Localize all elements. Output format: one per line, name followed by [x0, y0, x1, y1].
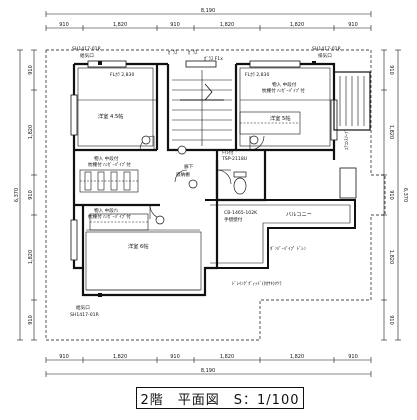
- dim-bottom-seg: 1,820: [290, 354, 304, 360]
- fl-height-left: FLｶﾗ 2,830: [110, 72, 134, 78]
- dim-top-seg: 910: [59, 22, 69, 28]
- closet-label-bottom: 物入 中段ﾅｼ: [94, 207, 119, 214]
- closet-label-bottom-sub: 枕棚付 ﾊﾝｶﾞｰﾊﾟｲﾌﾟ付: [88, 213, 131, 220]
- dim-left-seg: 910: [28, 315, 34, 325]
- thin-lines: [77, 67, 331, 291]
- dim-right-total: 6,370: [402, 188, 408, 202]
- closets: [79, 111, 301, 231]
- toilet-fixture-icon: [233, 171, 247, 195]
- outer-dashed-outline: [45, 49, 386, 341]
- dim-top-seg: 910: [348, 22, 358, 28]
- room-label-right: 洋室 5帖: [270, 114, 291, 122]
- small-balcony: [333, 71, 371, 131]
- dim-top-seg: 1,820: [220, 22, 234, 28]
- doors: [139, 135, 265, 220]
- hall-label: 廊下: [184, 163, 194, 170]
- vent-top-left-code: SH1417-01R: [72, 46, 102, 52]
- dim-left-seg: 1,820: [28, 125, 34, 139]
- window-label-c: ｶﾞﾗｽ F1x: [204, 55, 223, 62]
- drawing-title: 2階 平面図 S：1/100: [136, 387, 304, 409]
- walls: [72, 62, 336, 297]
- dim-right-seg: 910: [388, 65, 394, 75]
- closet-label-right: 物入 中段付: [272, 81, 297, 88]
- dim-bottom-seg: 910: [348, 354, 358, 360]
- dim-top-seg: 1,820: [290, 22, 304, 28]
- dim-top-total: 8,190: [201, 8, 215, 14]
- balcony-label: バルコニー: [286, 211, 312, 218]
- door-marker-icons: [141, 135, 259, 225]
- closet-label-right-sub: 枕棚付 ﾊﾝｶﾞｰﾊﾟｲﾌﾟ付: [262, 87, 305, 94]
- balcony: [205, 167, 357, 269]
- dim-bottom-total: 8,190: [201, 368, 215, 374]
- dim-left-seg: 1,820: [28, 250, 34, 264]
- balcony-drain-a: ﾀﾞﾝﾊﾟｰﾊﾟｲﾌﾟ ﾄﾞﾚﾝ: [270, 245, 307, 252]
- dim-right-seg: 910: [388, 190, 394, 200]
- dim-left-total: 6,370: [14, 188, 20, 202]
- balcony-drain-b: ﾄﾞﾚｲﾝｸﾞｸﾞｨｯﾄﾞ(ﾀｶｻｷ)ﾏﾂﾗ: [232, 280, 282, 287]
- room-label-left: 洋室 4.5帖: [98, 112, 123, 120]
- balcony-code: CB-1465-102K: [224, 210, 258, 216]
- vent-markers: [98, 61, 316, 297]
- closet-label-left: 物入 中段付: [94, 155, 119, 162]
- bottom-dimensions: [45, 357, 372, 377]
- dim-bottom-seg: 910: [170, 354, 180, 360]
- dim-right-seg: 1,820: [388, 250, 394, 264]
- right-dimensions: [381, 49, 401, 341]
- dim-bottom-seg: 1,820: [113, 354, 127, 360]
- vent-bottom-left-name: 給気口: [76, 304, 90, 311]
- balcony-fence-label: 手摺壁付: [224, 216, 243, 223]
- side-note-label: ｴｱｺﾝｽﾘｰﾌﾞ: [343, 129, 350, 150]
- vent-top-right-name: 排気口: [318, 52, 332, 59]
- dim-left-seg: 910: [28, 190, 34, 200]
- dim-bottom-seg: 1,820: [220, 354, 234, 360]
- dim-top-seg: 1,820: [113, 22, 127, 28]
- top-dimensions: [45, 11, 372, 31]
- dim-right-seg: 1,820: [388, 125, 394, 139]
- fl-height-right: FLｶﾗ 2,830: [245, 72, 269, 78]
- window-label-a: ｶﾞﾗｽ: [168, 49, 178, 56]
- staircase: [172, 70, 232, 146]
- dim-left-seg: 910: [28, 65, 34, 75]
- vent-bottom-left-code: SH1417-01R: [70, 312, 100, 318]
- toilet-label: ﾄｲﾚ付: [222, 149, 234, 156]
- window-label-b: ｶﾞﾗｽ: [188, 49, 198, 56]
- dim-right-seg: 910: [388, 315, 394, 325]
- dim-bottom-seg: 910: [59, 354, 69, 360]
- vent-top-right-code: SH1417-01R: [312, 46, 342, 52]
- room-label-bottom: 洋室 6帖: [128, 242, 149, 250]
- storage-shelf-label: 収納棚: [176, 171, 190, 178]
- toilet-code: TSP-2118U: [221, 156, 247, 162]
- left-dimensions: [17, 49, 37, 341]
- vent-top-left-name: 給気口: [80, 52, 94, 59]
- closet-label-left-sub: 枕棚付 ﾊﾝｶﾞｰﾊﾟｲﾌﾟ付: [88, 161, 131, 168]
- dim-top-seg: 910: [170, 22, 180, 28]
